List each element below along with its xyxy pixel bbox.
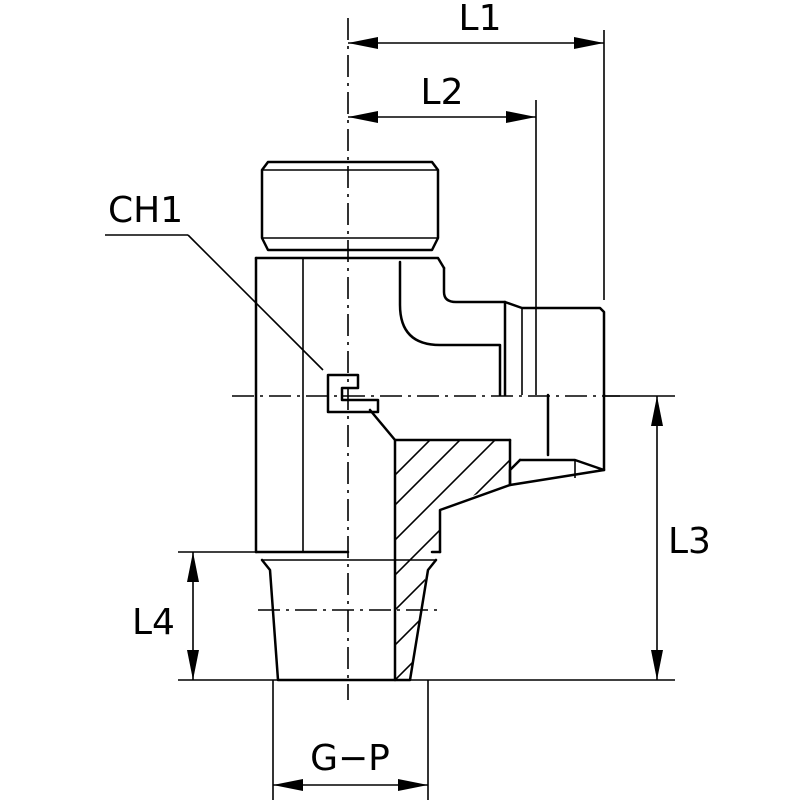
extension-lines [178,30,675,800]
label-l2: L2 [421,72,464,113]
center-lines [232,18,620,700]
dimension-l1: L1 [348,0,604,49]
dimension-l4: L4 [132,552,199,680]
dimension-l3: L3 [651,396,711,680]
lower-section [368,408,512,682]
dimension-gp: G−P [273,738,428,791]
label-l3: L3 [668,521,711,562]
ch1-symbol [326,373,380,414]
dimension-l2: L2 [348,72,536,123]
top-nut [260,160,440,252]
label-l4: L4 [132,602,175,643]
leader-ch1: CH1 [105,190,324,371]
label-gp: G−P [310,738,390,779]
section-hatching [395,440,510,680]
side-branch [503,300,606,487]
label-l1: L1 [459,0,502,39]
main-body [254,256,507,554]
label-ch1: CH1 [108,190,183,231]
bottom-thread [260,558,438,682]
